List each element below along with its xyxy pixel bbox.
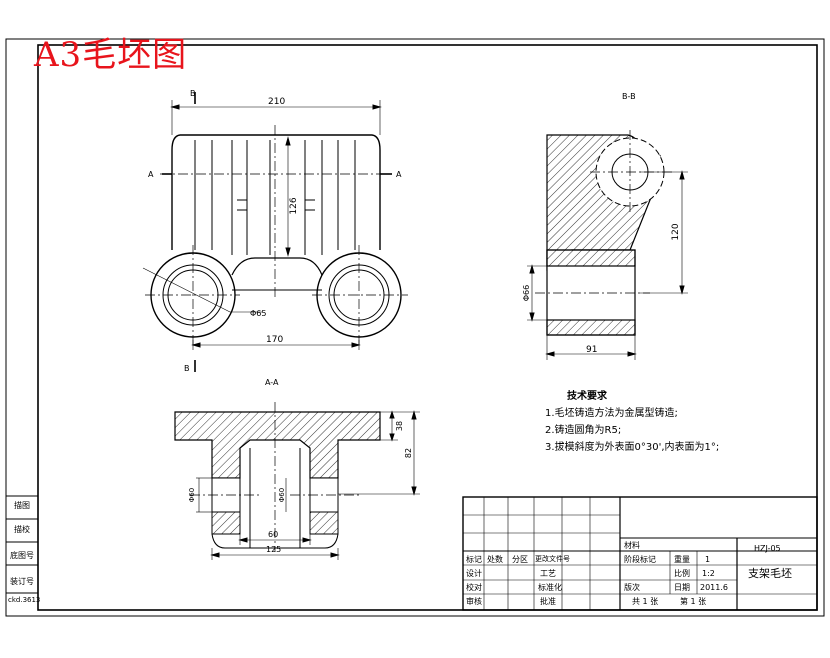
tb-check-label: 校对 — [466, 583, 482, 592]
strip-label-trace-check: 描校 — [14, 525, 30, 534]
page-title: A3毛坯图 — [34, 35, 188, 75]
left-strip — [6, 495, 38, 594]
inner-border — [37, 44, 818, 611]
dim-bb-bore: Φ66 — [522, 285, 531, 301]
tech-notes: 技术要求 1.毛坯铸造方法为金属型铸造; 2.铸造圆角为R5; 3.拔模斜度为外… — [545, 388, 719, 456]
dim-overall-width: 210 — [268, 97, 285, 107]
tb-sheets: 共 1 张 — [632, 597, 659, 606]
tb-sheet-no: 第 1 张 — [680, 597, 707, 606]
tb-date-label: 日期 — [674, 583, 690, 592]
strip-label-binding: 装订号 — [10, 577, 34, 586]
tb-zone-label: 分区 — [512, 555, 528, 564]
tb-std-label: 标准化 — [538, 583, 562, 592]
tech-note-2: 2.铸造圆角为R5; — [545, 425, 622, 436]
dim-aa-bore-left: Φ60 — [188, 488, 196, 502]
tech-notes-heading: 技术要求 — [567, 391, 607, 402]
tech-note-3: 3.拔模斜度为外表面0°30',内表面为1°; — [545, 442, 720, 453]
dim-hole-dia: Φ65 — [250, 309, 266, 318]
title-block — [462, 496, 818, 611]
tb-process-label: 工艺 — [540, 569, 556, 578]
dim-aa-outer: 125 — [266, 545, 281, 554]
tb-stage-label: 阶段标记 — [624, 555, 656, 564]
strip-label-base-drawing: 底图号 — [10, 551, 34, 560]
dim-height-126: 126 — [289, 197, 299, 214]
tb-approve-label: 批准 — [540, 597, 556, 606]
front-label-right: A — [396, 170, 402, 179]
front-view — [142, 92, 408, 372]
front-label-top: B — [190, 89, 196, 98]
tb-version-label: 版次 — [624, 583, 640, 592]
dim-aa-total: 82 — [404, 448, 413, 458]
strip-label-code: ckd.3613 — [8, 596, 41, 604]
tb-count-label: 处数 — [487, 555, 503, 564]
dim-center-distance: 170 — [266, 335, 283, 345]
section-bb — [527, 130, 688, 360]
part-name: 支架毛坯 — [748, 567, 792, 580]
dim-bb-width: 91 — [586, 345, 597, 355]
tb-review-label: 审核 — [466, 597, 482, 606]
front-label-left: A — [148, 170, 154, 179]
section-aa-title: A-A — [265, 378, 279, 387]
tb-change-label: 更改文件号 — [535, 555, 570, 563]
dim-aa-bore-right: Φ60 — [278, 488, 286, 502]
strip-label-trace: 描图 — [14, 501, 30, 510]
tb-scale-label: 比例 — [674, 569, 690, 578]
section-aa — [174, 402, 420, 560]
tb-date-value: 2011.6 — [700, 583, 728, 592]
front-label-bottom: B — [184, 364, 190, 373]
tb-scale-value: 1:2 — [702, 569, 715, 578]
tb-weight-label: 重量 — [674, 555, 690, 564]
dim-aa-top: 38 — [395, 421, 404, 431]
tb-material-label: 材料 — [624, 541, 640, 550]
tb-design-label: 设计 — [466, 569, 482, 578]
dim-aa-inner: 60 — [268, 530, 278, 539]
tb-weight-value: 1 — [705, 555, 711, 564]
outer-border — [5, 38, 825, 617]
section-bb-title: B-B — [622, 92, 636, 101]
dim-bb-height: 120 — [671, 223, 681, 240]
tech-note-1: 1.毛坯铸造方法为金属型铸造; — [545, 408, 678, 419]
drawing-number: HZJ-05 — [754, 544, 781, 553]
tb-mark-label: 标记 — [466, 555, 482, 564]
